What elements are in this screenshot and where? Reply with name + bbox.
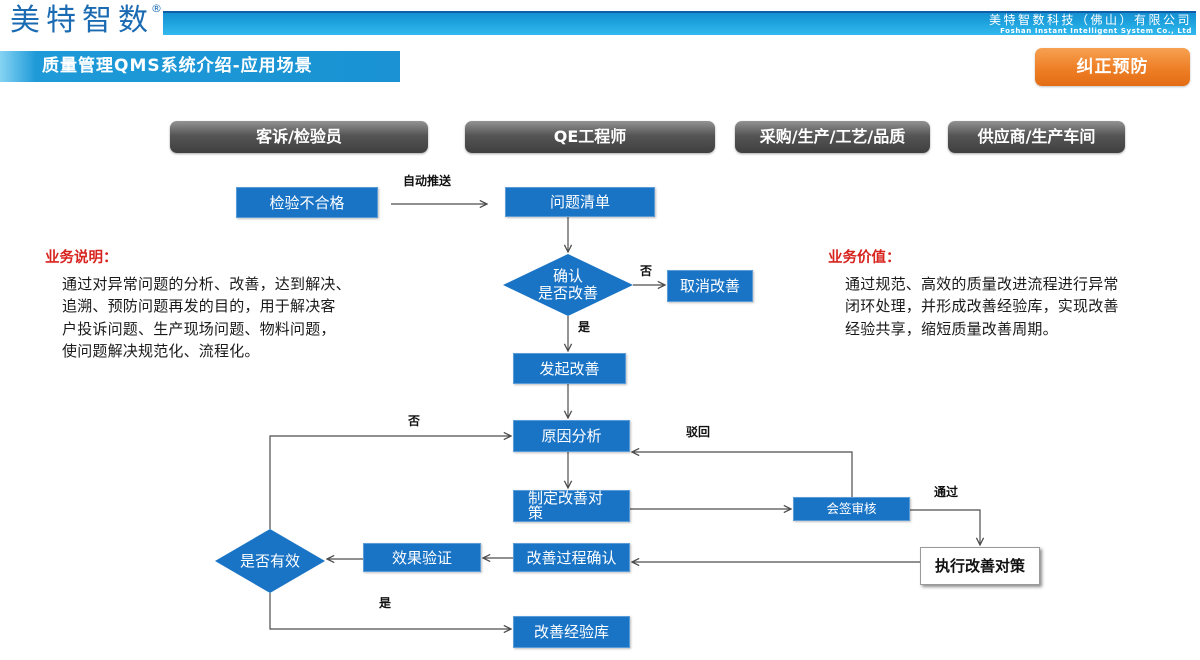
decision-label-line: 是否改善 [537,284,598,302]
node-label: 改善经验库 [533,623,609,641]
business-value-line: 闭环处理，并形成改善经验库，实现改善 [845,297,1119,316]
node-cancel-improvement: 取消改善 [667,270,753,302]
edge-label-pass: 通过 [934,485,959,499]
business-description-line: 通过对异常问题的分析、改善，达到解决、 [62,275,351,293]
edge-label-confirm-no: 否 [640,264,653,278]
brand-logo: 美特智数 [10,3,154,38]
node-label: 效果验证 [391,548,452,567]
node-countersign-review: 会签审核 [793,497,910,521]
node-initiate-improvement: 发起改善 [513,353,626,384]
node-label: 检验不合格 [269,193,345,212]
business-value-line: 通过规范、高效的质量改进流程进行异常 [845,275,1119,293]
business-description-text: 通过对异常问题的分析、改善，达到解决、 追溯、预防问题再发的目的，用于解决客 户… [62,273,351,363]
node-process-confirmation: 改善过程确认 [513,543,630,572]
business-description-heading: 业务说明： [45,250,118,266]
business-description-line: 户投诉问题、生产现场问题、物料问题， [62,319,336,338]
business-description-line: 追溯、预防问题再发的目的，用于解决客 [62,297,336,316]
node-label: 发起改善 [539,359,600,378]
business-description-line: 使问题解决规范化、流程化。 [62,342,260,361]
arrow-countersign-pass-to-execute [910,509,980,545]
lane-header-qe-engineer: QE工程师 [465,121,715,153]
section-tag: 纠正预防 [1035,48,1190,86]
lane-header-supplier-workshop: 供应商/生产车间 [948,121,1125,153]
node-countermeasure: 制定改善对策 [513,490,630,522]
node-label: 会签审核 [826,501,877,516]
node-experience-library: 改善经验库 [513,616,630,648]
header-bar [163,11,1196,35]
decision-label-line: 确认 [552,267,583,285]
decision-label-line: 是否有效 [239,551,300,570]
business-value-text: 通过规范、高效的质量改进流程进行异常 闭环处理，并形成改善经验库，实现改善 经验… [845,273,1119,340]
registered-mark: ® [151,2,162,15]
node-label: 取消改善 [679,277,740,295]
node-effect-verification: 效果验证 [363,543,481,572]
business-value-heading: 业务价值： [828,250,901,266]
arrow-effective-no-to-root-cause [269,436,511,529]
page-title: 质量管理QMS系统介绍-应用场景 [42,56,313,76]
lane-header-complaint-inspector: 客诉/检验员 [170,121,428,153]
node-execute-countermeasure: 执行改善对策 [920,547,1040,585]
connector-group [269,204,980,629]
node-label: 改善过程确认 [526,548,617,567]
node-label: 问题清单 [549,193,610,211]
edge-label-effective-yes: 是 [379,596,392,610]
node-label: 原因分析 [541,427,602,445]
edge-label-effective-no: 否 [408,414,421,428]
arrow-countersign-reject-to-root-cause [632,452,853,497]
node-issue-list: 问题清单 [505,187,655,217]
node-label: 制定改善对策 [528,489,604,522]
node-root-cause-analysis: 原因分析 [513,420,630,452]
node-inspection-failed: 检验不合格 [236,187,378,218]
business-value-line: 经验共享，缩短质量改善周期。 [845,319,1058,338]
company-name-cn: 美特智数科技（佛山）有限公司 [988,13,1192,27]
edge-label-reject: 驳回 [686,425,711,439]
title-bar [0,51,400,82]
arrow-effective-yes-to-library [269,593,511,629]
edge-label-auto-push: 自动推送 [403,174,452,188]
company-name-en: Foshan Instant Intelligent System Co., L… [1000,27,1192,35]
edge-label-confirm-yes: 是 [578,320,591,334]
node-label: 执行改善对策 [934,557,1025,575]
lane-header-purchase-production: 采购/生产/工艺/品质 [735,121,930,153]
